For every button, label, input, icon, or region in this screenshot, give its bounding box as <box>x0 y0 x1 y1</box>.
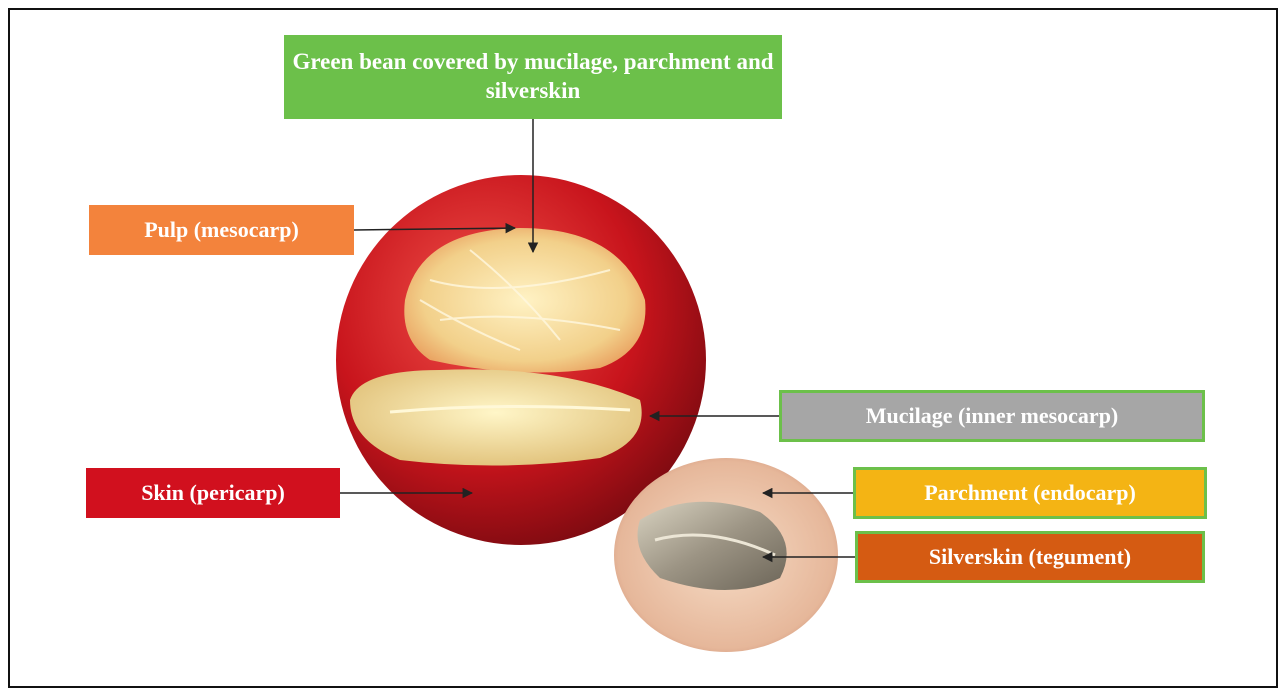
mucilage-label: Mucilage (inner mesocarp) <box>779 390 1205 442</box>
silverskin-label: Silverskin (tegument) <box>855 531 1205 583</box>
parchment-bean <box>614 458 838 652</box>
skin-label: Skin (pericarp) <box>86 468 340 518</box>
green-bean-label: Green bean covered by mucilage, parchmen… <box>284 35 782 119</box>
pulp-label: Pulp (mesocarp) <box>89 205 354 255</box>
parchment-label: Parchment (endocarp) <box>853 467 1207 519</box>
